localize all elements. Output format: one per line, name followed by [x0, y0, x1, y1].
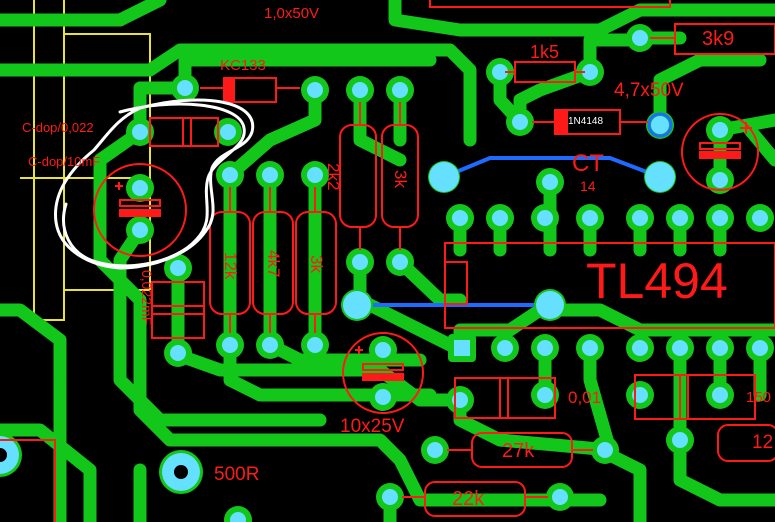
kc133-label: KC133: [220, 57, 266, 74]
r12k-label: 12k: [221, 252, 240, 280]
pin14-label: 14: [580, 178, 596, 194]
c-dop1-label: C-dop/0,022: [22, 120, 94, 135]
r150-label: 150: [746, 389, 772, 406]
r500-label: 500R: [214, 464, 260, 485]
ic-label: TL494: [586, 253, 728, 309]
r12-label: 12: [752, 432, 774, 453]
c001-label: 0,01: [568, 388, 602, 407]
pads: [0, 24, 774, 522]
cap-top-label: 1,0x50V: [264, 5, 320, 22]
diode-label: 1N4148: [568, 116, 604, 127]
r4k7-label: 4k7: [264, 250, 283, 278]
ct-label: CT: [572, 150, 604, 177]
c0022-label: 0,022mF: [139, 270, 155, 326]
r3k9-label: 3k9: [702, 28, 735, 50]
r3k-a-label: 3k: [391, 170, 410, 188]
cap47-label: 4,7x50V: [614, 80, 684, 101]
r27k-label: 27k: [502, 440, 535, 462]
r1k5-label: 1k5: [530, 42, 560, 62]
c-dop2-label: C-dop/10mF: [28, 154, 101, 169]
cap10-label: 10x25V: [340, 416, 405, 437]
r3k-b-label: 3k: [307, 255, 326, 273]
board-outline: [20, 0, 151, 321]
r2k2-label: 2k2: [324, 163, 343, 191]
hand-annotation: [54, 98, 255, 270]
r22k-label: 22k: [452, 488, 485, 510]
